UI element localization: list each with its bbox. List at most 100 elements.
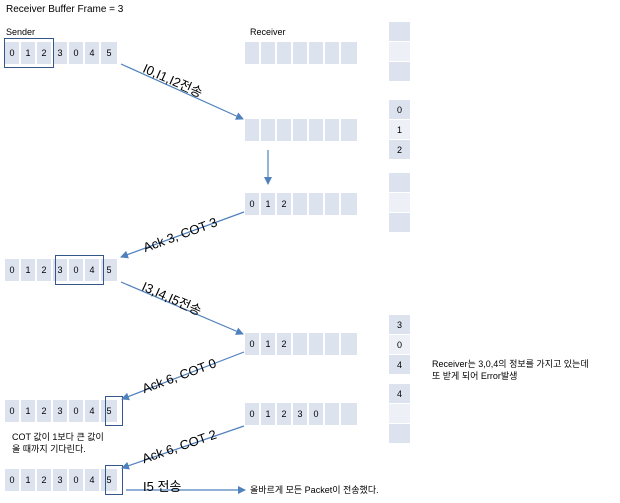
receiver-cell — [309, 333, 325, 355]
receiver-cell — [293, 42, 309, 64]
sender-cell: 0 — [69, 259, 85, 281]
ack-arrow-1 — [120, 211, 245, 259]
receiver-cell — [341, 119, 357, 141]
frame-column-1 — [389, 22, 410, 82]
frame-cell: 3 — [389, 315, 410, 335]
frame-cell — [389, 424, 410, 444]
sender-buffer-3: 0 1 2 3 0 4 5 — [5, 400, 117, 422]
sender-cell: 1 — [21, 469, 37, 491]
frame-cell — [389, 42, 410, 62]
sender-window-2 — [55, 255, 104, 285]
sender-cell: 0 — [5, 42, 21, 64]
receiver-cell — [341, 403, 357, 425]
frame-cell: 1 — [389, 120, 410, 140]
receiver-cell — [325, 403, 341, 425]
receiver-cell — [325, 42, 341, 64]
frame-cell — [389, 22, 410, 42]
sender-cell: 0 — [69, 469, 85, 491]
frame-column-5: 4 — [389, 384, 410, 444]
frame-cell: 2 — [389, 140, 410, 160]
frame-column-3 — [389, 173, 410, 233]
error-note-line-2: 또 받게 되어 Error발생 — [432, 371, 518, 381]
receiver-buffer-2 — [245, 119, 357, 141]
receiver-cell — [277, 42, 293, 64]
frame-cell — [389, 404, 410, 424]
sender-cell: 4 — [85, 42, 101, 64]
receiver-cell: 2 — [277, 193, 293, 215]
receiver-cell — [341, 333, 357, 355]
receiver-buffer-4: 0 1 2 — [245, 333, 357, 355]
receiver-cell: 1 — [261, 403, 277, 425]
sender-buffer-1: 0 1 2 3 0 4 5 — [5, 42, 117, 64]
receiver-cell — [293, 119, 309, 141]
sender-cell: 3 — [53, 400, 69, 422]
receiver-cell — [341, 193, 357, 215]
send-arrow-1 — [120, 63, 244, 120]
receiver-cell — [309, 119, 325, 141]
receiver-cell: 0 — [245, 193, 261, 215]
receiver-cell — [261, 42, 277, 64]
frame-column-4: 3 0 4 — [389, 315, 410, 375]
receiver-cell: 0 — [245, 333, 261, 355]
sender-window-1 — [4, 38, 54, 68]
receiver-cell — [261, 119, 277, 141]
receiver-cell — [325, 333, 341, 355]
receiver-buffer-3: 0 1 2 — [245, 193, 357, 215]
sender-cell: 5 — [101, 42, 117, 64]
sender-cell: 3 — [53, 469, 69, 491]
diagram-title: Receiver Buffer Frame = 3 — [6, 4, 124, 15]
receiver-cell — [309, 193, 325, 215]
receiver-cell: 0 — [309, 403, 325, 425]
cot-note-line-1: COT 값이 1보다 큰 값이 — [12, 432, 104, 442]
receiver-cell — [293, 193, 309, 215]
frame-cell: 4 — [389, 384, 410, 404]
frame-cell: 0 — [389, 100, 410, 120]
sender-cell: 1 — [21, 400, 37, 422]
sender-cell: 3 — [53, 259, 69, 281]
sender-buffer-2: 0 1 2 3 0 4 5 — [5, 259, 117, 281]
cot-note: COT 값이 1보다 큰 값이 올 때까지 기다린다. — [12, 431, 104, 455]
receiver-cell: 1 — [261, 333, 277, 355]
send-arrow-2 — [120, 281, 244, 335]
receiver-cell: 2 — [277, 333, 293, 355]
sender-cell: 2 — [37, 400, 53, 422]
receiver-buffer-5: 0 1 2 3 0 — [245, 403, 357, 425]
send-label-3: I5 전송 — [143, 479, 182, 494]
receiver-cell — [309, 42, 325, 64]
receiver-cell: 0 — [245, 403, 261, 425]
receiver-cell: 2 — [277, 403, 293, 425]
receiver-cell — [245, 42, 261, 64]
frame-cell — [389, 62, 410, 82]
ack-arrow-2 — [121, 351, 245, 401]
sender-window-4 — [105, 465, 123, 495]
receiver-cell — [325, 193, 341, 215]
sender-cell: 4 — [85, 400, 101, 422]
frame-cell: 0 — [389, 335, 410, 355]
ack-arrow-3 — [121, 425, 245, 470]
sender-cell: 2 — [37, 42, 53, 64]
receiver-buffer-1 — [245, 42, 357, 64]
sender-cell: 4 — [85, 469, 101, 491]
sender-cell: 2 — [37, 259, 53, 281]
done-note: 올바르게 모든 Packet이 전송했다. — [250, 485, 379, 495]
cot-note-line-2: 올 때까지 기다린다. — [12, 444, 86, 454]
receiver-cell: 1 — [261, 193, 277, 215]
receiver-cell — [325, 119, 341, 141]
sender-cell: 3 — [53, 42, 69, 64]
sender-label: Sender — [6, 27, 36, 37]
frame-column-2: 0 1 2 — [389, 100, 410, 160]
sender-cell: 0 — [69, 400, 85, 422]
sender-cell: 0 — [5, 259, 21, 281]
receiver-cell — [341, 42, 357, 64]
receiver-cell: 3 — [293, 403, 309, 425]
receiver-cell — [245, 119, 261, 141]
sender-cell: 0 — [5, 469, 21, 491]
frame-cell — [389, 213, 410, 233]
sender-cell: 5 — [101, 259, 117, 281]
frame-cell — [389, 193, 410, 213]
receiver-cell — [293, 333, 309, 355]
sender-cell: 1 — [21, 259, 37, 281]
frame-cell — [389, 173, 410, 193]
sender-cell: 0 — [5, 400, 21, 422]
